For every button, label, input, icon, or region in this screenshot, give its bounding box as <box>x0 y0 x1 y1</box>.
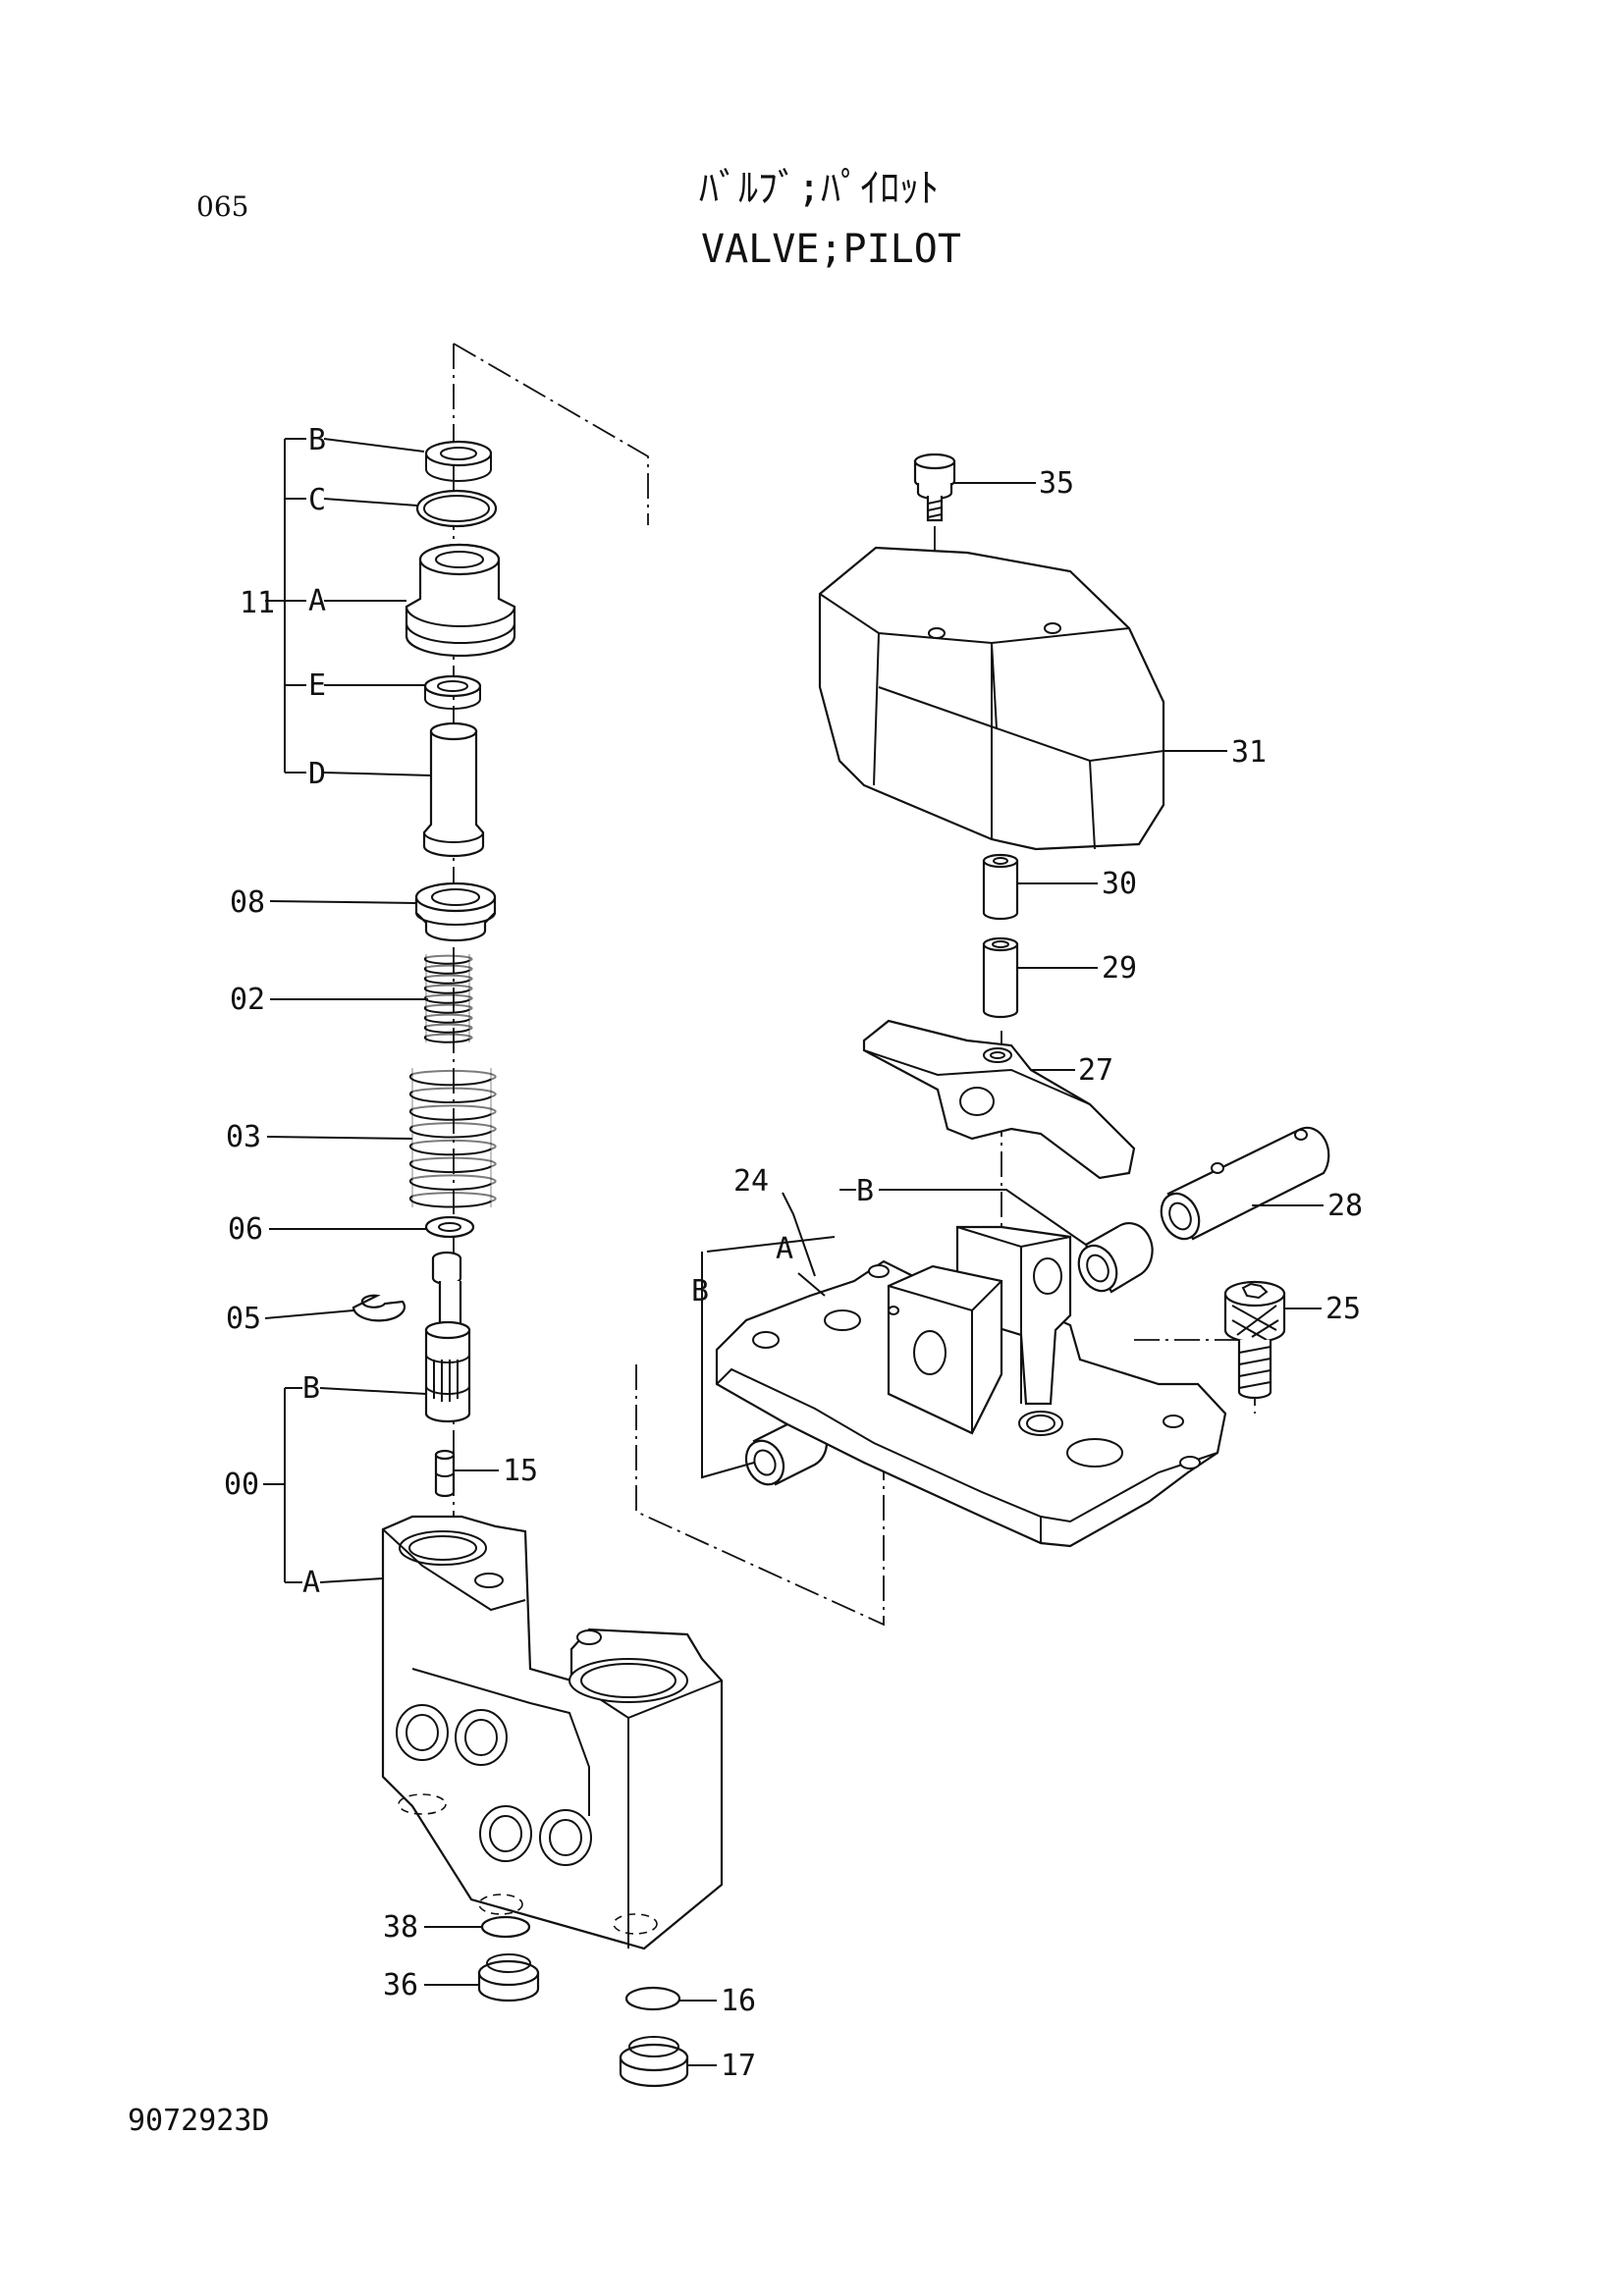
part-06-washer <box>424 1215 475 1239</box>
callout-11c: C <box>308 483 326 517</box>
callout-31: 31 <box>1231 735 1267 770</box>
callout-24: 24 <box>733 1164 769 1199</box>
part-29-pin <box>982 936 1019 1019</box>
callout-36: 36 <box>383 1968 418 2002</box>
part-11c-o-ring-inner <box>423 495 490 522</box>
part-11e-ring <box>423 674 482 710</box>
callout-11a: A <box>308 584 326 618</box>
part-28-pin <box>1160 1126 1330 1241</box>
callout-11: 11 <box>240 586 275 620</box>
title-english: VALVE;PILOT <box>701 227 961 272</box>
part-15-pin <box>434 1449 456 1498</box>
part-03-outer-spring <box>408 1068 497 1208</box>
part-30-pin <box>982 853 1019 921</box>
part-16-o-ring <box>624 1986 681 2011</box>
callout-27: 27 <box>1078 1053 1113 1088</box>
part-11b-ring <box>424 440 493 482</box>
callout-11e: E <box>308 668 326 703</box>
right-leaders <box>701 482 1324 1479</box>
part-24b-bushing-upper <box>1077 1222 1154 1294</box>
part-11a-guide <box>405 543 516 658</box>
callout-02: 02 <box>230 983 265 1017</box>
part-02-inner-spring <box>423 954 473 1043</box>
callout-24b-left: B <box>691 1274 709 1308</box>
part-27-cam <box>862 1019 1136 1180</box>
callout-24b-top: B <box>856 1174 874 1208</box>
part-25-bolt <box>1223 1280 1286 1400</box>
callout-15: 15 <box>503 1454 538 1488</box>
part-31-cover <box>818 546 1165 851</box>
part-38-o-ring <box>480 1915 531 1939</box>
callout-24a: A <box>776 1232 793 1266</box>
callout-25: 25 <box>1325 1292 1361 1326</box>
part-00a-valve-casing <box>381 1515 724 1950</box>
part-36-plug <box>477 1953 540 2002</box>
left-centerline <box>453 343 649 1571</box>
part-08-seat <box>414 881 497 942</box>
callout-29: 29 <box>1102 951 1137 986</box>
callout-05: 05 <box>226 1302 261 1336</box>
callout-38: 38 <box>383 1910 418 1945</box>
part-11d-push-rod <box>422 721 485 858</box>
part-11c-o-ring <box>415 489 498 528</box>
part-24a-plate <box>715 1225 1227 1548</box>
callout-labels: 11 B C A E D 08 02 03 06 05 00 B A 15 38… <box>224 423 1363 2083</box>
part-35-bolt <box>913 453 956 522</box>
callout-16: 16 <box>721 1984 756 2018</box>
callout-11b: B <box>308 423 326 457</box>
left-leaders <box>263 438 717 2066</box>
part-00b-spool <box>424 1251 471 1423</box>
callout-28: 28 <box>1327 1189 1363 1223</box>
callout-03: 03 <box>226 1120 261 1154</box>
part-05-clip <box>352 1294 406 1322</box>
callout-35: 35 <box>1039 466 1074 501</box>
title-japanese: ﾊﾞﾙﾌﾞ;ﾊﾟｲﾛｯﾄ <box>699 166 939 211</box>
callout-00a: A <box>302 1566 320 1600</box>
callout-11d: D <box>308 757 326 791</box>
part-06-washer-hole <box>438 1222 461 1232</box>
drawing-number: 9072923D <box>128 2104 270 2138</box>
part-17-plug <box>619 2036 689 2088</box>
callout-08: 08 <box>230 885 265 920</box>
callout-17: 17 <box>721 2049 756 2083</box>
callout-06: 06 <box>228 1212 263 1247</box>
page-code: 065 <box>196 190 248 223</box>
callout-00: 00 <box>224 1468 259 1502</box>
callout-30: 30 <box>1102 867 1137 901</box>
callout-00b: B <box>302 1371 320 1406</box>
